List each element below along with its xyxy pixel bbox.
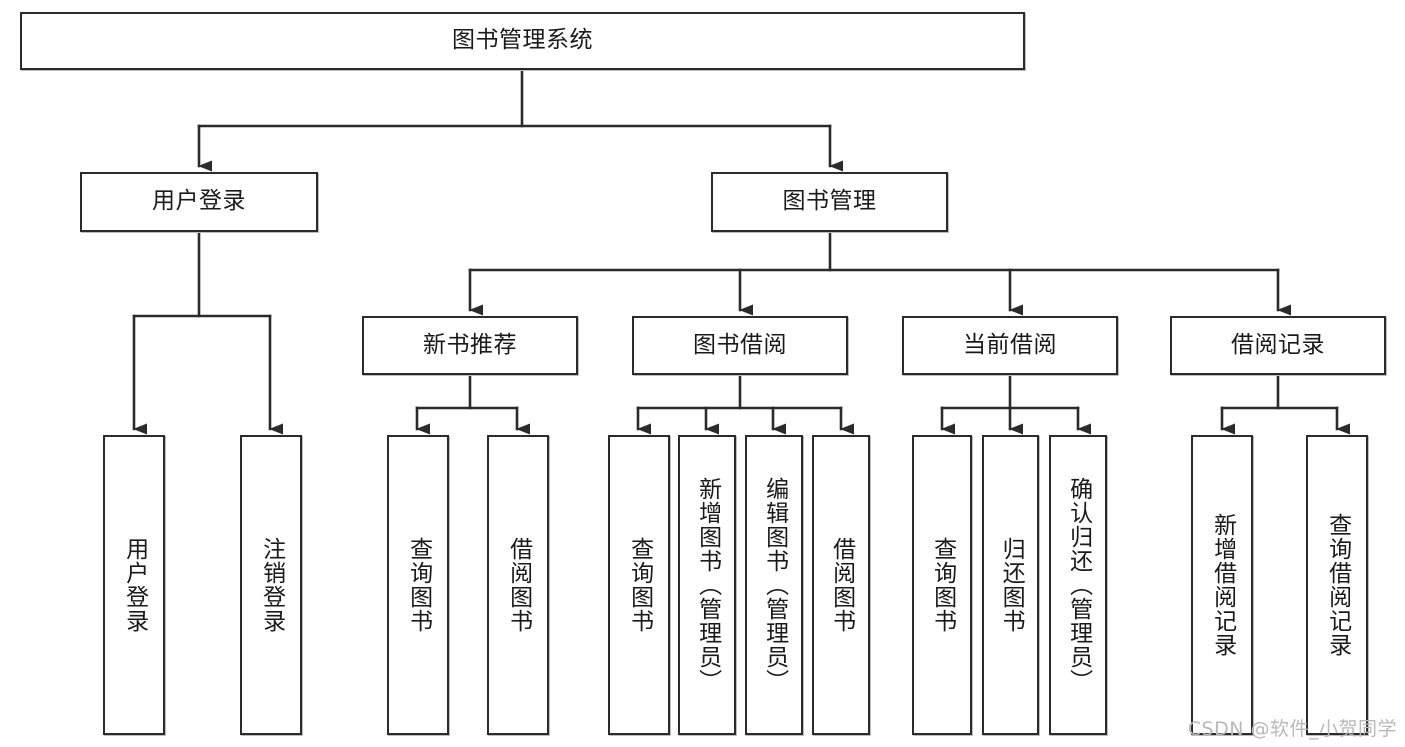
node-leaf-borrow-book-newbook[interactable]: 借阅图书 — [487, 435, 549, 735]
node-leaf-confirm-return-admin[interactable]: 确认归还（管理员） — [1049, 435, 1107, 735]
node-label: 用户登录 — [121, 537, 148, 633]
node-root-book-management-system[interactable]: 图书管理系统 — [20, 12, 1025, 70]
node-label: 查询图书 — [626, 537, 653, 633]
node-leaf-query-borrow-record[interactable]: 查询借阅记录 — [1306, 435, 1368, 735]
node-leaf-query-book-borrow[interactable]: 查询图书 — [608, 435, 670, 735]
node-label: 查询图书 — [405, 537, 432, 633]
node-label: 新增借阅记录 — [1209, 513, 1236, 657]
node-label: 新书推荐 — [423, 331, 517, 358]
node-label: 用户登录 — [152, 188, 246, 215]
node-borrow-record[interactable]: 借阅记录 — [1170, 316, 1386, 375]
node-label: 编辑图书（管理员） — [761, 477, 788, 693]
csdn-watermark: CSDN @软件_小贺同学 — [1187, 718, 1397, 740]
node-current-borrow[interactable]: 当前借阅 — [902, 316, 1118, 375]
node-book-borrow[interactable]: 图书借阅 — [632, 316, 848, 375]
node-label: 查询图书 — [929, 537, 956, 633]
node-user-login[interactable]: 用户登录 — [80, 172, 318, 232]
node-label: 借阅记录 — [1231, 331, 1325, 358]
node-label: 新增图书（管理员） — [694, 477, 721, 693]
node-leaf-logout[interactable]: 注销登录 — [240, 435, 302, 735]
node-leaf-return-book[interactable]: 归还图书 — [982, 435, 1039, 735]
node-label: 归还图书 — [998, 537, 1025, 633]
node-leaf-query-book-current[interactable]: 查询图书 — [912, 435, 972, 735]
node-label: 当前借阅 — [963, 331, 1057, 358]
node-leaf-user-login[interactable]: 用户登录 — [103, 435, 165, 735]
node-leaf-query-book-newbook[interactable]: 查询图书 — [387, 435, 449, 735]
node-leaf-add-borrow-record[interactable]: 新增借阅记录 — [1191, 435, 1253, 735]
node-label: 借阅图书 — [828, 537, 855, 633]
node-label: 图书借阅 — [693, 331, 787, 358]
node-leaf-add-book-admin[interactable]: 新增图书（管理员） — [678, 435, 736, 735]
node-label: 查询借阅记录 — [1324, 513, 1351, 657]
node-new-book-recommend[interactable]: 新书推荐 — [362, 316, 578, 375]
node-label: 注销登录 — [258, 537, 285, 633]
node-label: 借阅图书 — [505, 537, 532, 633]
node-leaf-edit-book-admin[interactable]: 编辑图书（管理员） — [745, 435, 803, 735]
node-book-management[interactable]: 图书管理 — [711, 172, 948, 232]
node-label: 图书管理系统 — [452, 27, 593, 54]
node-label: 图书管理 — [782, 188, 877, 215]
node-label: 确认归还（管理员） — [1065, 477, 1092, 693]
node-leaf-borrow-book[interactable]: 借阅图书 — [812, 435, 870, 735]
